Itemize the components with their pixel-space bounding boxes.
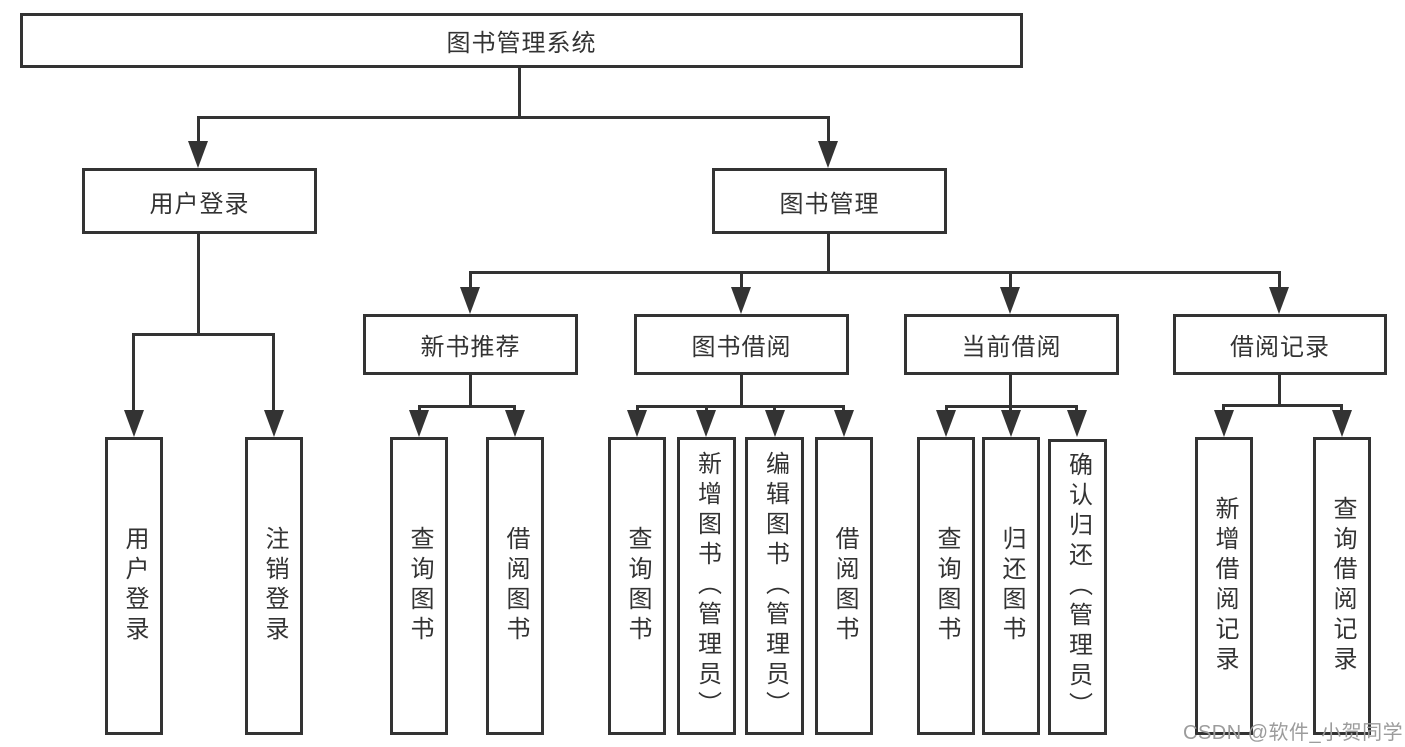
node-borrow-records: 借阅记录 [1173, 314, 1387, 375]
connector-vline [740, 271, 743, 290]
connector-vline [1009, 405, 1012, 414]
connector-vline [705, 405, 708, 414]
node-root: 图书管理系统 [20, 13, 1023, 68]
connector-vline [469, 375, 472, 408]
connector-vline [842, 405, 845, 414]
node-current-borrow-label: 当前借阅 [961, 334, 1062, 361]
leaf-add-borrow-record-label: 新增借阅记录 [1211, 496, 1238, 676]
connector-vline [827, 234, 830, 274]
arrow-down-icon [1000, 287, 1020, 314]
connector-vline [1340, 404, 1343, 414]
connector-vline [518, 66, 521, 118]
node-user-login-label: 用户登录 [149, 190, 250, 218]
connector-vline [1222, 404, 1225, 414]
leaf-query-books-recommend-label: 查询图书 [406, 526, 433, 646]
node-new-book-recommend-label: 新书推荐 [420, 334, 521, 361]
connector-vline [1009, 375, 1012, 408]
connector-vline [1278, 271, 1281, 290]
arrow-down-icon [409, 410, 429, 437]
leaf-confirm-return-admin: 确认归还（管理员） [1048, 439, 1107, 735]
arrow-down-icon [264, 410, 284, 437]
arrow-down-icon [1332, 410, 1352, 437]
arrow-down-icon [834, 410, 854, 437]
connector-hline [1222, 404, 1343, 407]
arrow-down-icon [936, 410, 956, 437]
leaf-edit-book-admin: 编辑图书（管理员） [745, 437, 804, 735]
arrow-down-icon [188, 141, 208, 168]
node-book-borrow-label: 图书借阅 [691, 334, 792, 361]
arrow-down-icon [505, 410, 525, 437]
csdn-watermark: CSDN @软件_小贺同学 [1183, 722, 1404, 744]
connector-vline [418, 405, 421, 414]
arrow-down-icon [818, 141, 838, 168]
leaf-logout: 注销登录 [245, 437, 303, 735]
leaf-query-borrow-record: 查询借阅记录 [1313, 437, 1371, 735]
leaf-return-book-label: 归还图书 [998, 526, 1025, 646]
leaf-add-borrow-record: 新增借阅记录 [1195, 437, 1253, 735]
connector-hline [197, 116, 830, 119]
connector-vline [469, 271, 472, 290]
arrow-down-icon [1214, 410, 1234, 437]
arrow-down-icon [1269, 287, 1289, 314]
connector-vline [636, 405, 639, 414]
leaf-query-books-recommend: 查询图书 [390, 437, 448, 735]
connector-vline [197, 234, 200, 336]
leaf-add-book-admin: 新增图书（管理员） [677, 437, 736, 735]
leaf-borrow-books: 借阅图书 [815, 437, 873, 735]
connector-vline [740, 375, 743, 408]
connector-vline [773, 405, 776, 414]
leaf-query-books-current-label: 查询图书 [933, 526, 960, 646]
connector-hline [132, 333, 275, 336]
leaf-add-book-admin-label: 新增图书（管理员） [693, 451, 721, 721]
connector-hline [469, 271, 1281, 274]
connector-vline [197, 116, 200, 144]
connector-vline [945, 405, 948, 414]
arrow-down-icon [765, 410, 785, 437]
leaf-edit-book-admin-label: 编辑图书（管理员） [761, 451, 789, 721]
node-new-book-recommend: 新书推荐 [363, 314, 578, 375]
connector-vline [1075, 405, 1078, 414]
leaf-return-book: 归还图书 [982, 437, 1040, 735]
leaf-query-books-current: 查询图书 [917, 437, 975, 735]
leaf-confirm-return-admin-label: 确认归还（管理员） [1064, 452, 1092, 722]
leaf-user-login-label: 用户登录 [121, 526, 148, 646]
leaf-query-books-borrow: 查询图书 [608, 437, 666, 735]
node-current-borrow: 当前借阅 [904, 314, 1119, 375]
arrow-down-icon [1067, 410, 1087, 437]
leaf-borrow-books-recommend-label: 借阅图书 [502, 526, 529, 646]
leaf-query-books-borrow-label: 查询图书 [624, 526, 651, 646]
arrow-down-icon [1001, 410, 1021, 437]
connector-vline [132, 333, 135, 412]
leaf-borrow-books-recommend: 借阅图书 [486, 437, 544, 735]
arrow-down-icon [124, 410, 144, 437]
node-user-login: 用户登录 [82, 168, 317, 234]
arrow-down-icon [731, 287, 751, 314]
connector-vline [1278, 375, 1281, 407]
arrow-down-icon [460, 287, 480, 314]
arrow-down-icon [627, 410, 647, 437]
arrow-down-icon [696, 410, 716, 437]
connector-vline [513, 405, 516, 414]
leaf-logout-label: 注销登录 [261, 526, 288, 646]
node-book-borrow: 图书借阅 [634, 314, 849, 375]
connector-hline [636, 405, 844, 408]
leaf-user-login: 用户登录 [105, 437, 163, 735]
leaf-query-borrow-record-label: 查询借阅记录 [1329, 496, 1356, 676]
connector-hline [418, 405, 516, 408]
node-book-management-label: 图书管理 [779, 190, 880, 218]
connector-vline [827, 116, 830, 144]
node-root-label: 图书管理系统 [446, 30, 597, 57]
node-borrow-records-label: 借阅记录 [1230, 334, 1330, 361]
leaf-borrow-books-label: 借阅图书 [831, 526, 858, 646]
node-book-management: 图书管理 [712, 168, 947, 234]
connector-vline [1009, 271, 1012, 290]
connector-vline [272, 333, 275, 412]
